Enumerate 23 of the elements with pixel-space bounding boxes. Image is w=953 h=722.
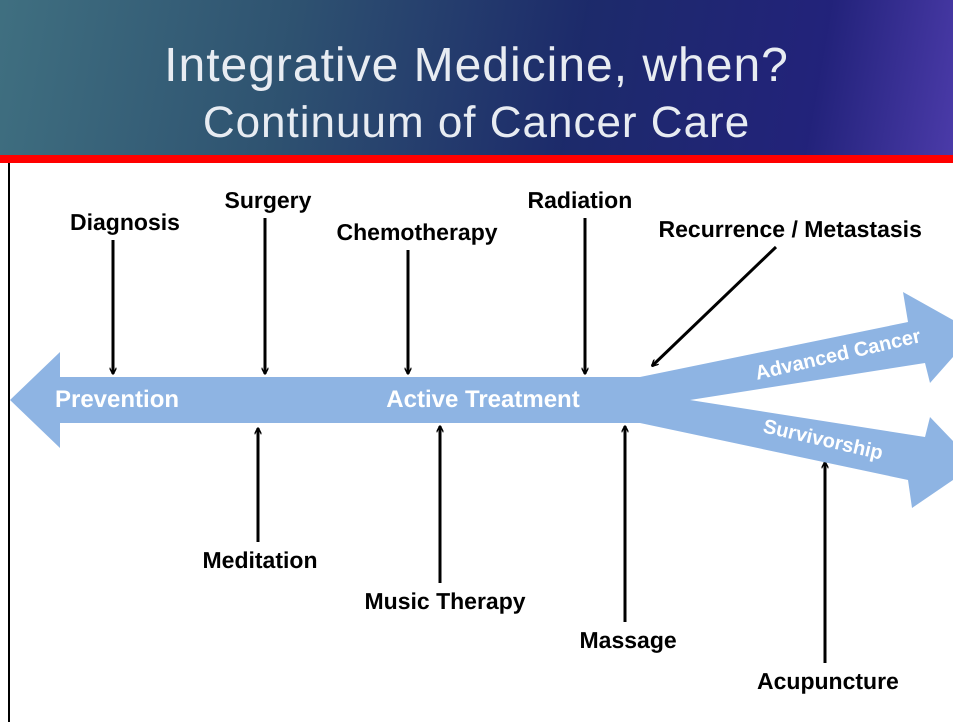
event-label: Recurrence / Metastasis: [658, 215, 922, 243]
event-label: Meditation: [202, 546, 318, 574]
arrow: [650, 246, 778, 368]
stage-label: Active Treatment: [386, 388, 580, 412]
slide-title: Integrative Medicine, when?: [163, 38, 790, 93]
event-label: Diagnosis: [70, 208, 180, 236]
timeline-arrow: [10, 290, 953, 510]
event-label: Massage: [580, 626, 677, 654]
arrow: [820, 460, 830, 663]
arrow: [260, 218, 270, 376]
arrow: [580, 218, 590, 376]
arrow: [404, 250, 412, 376]
event-label: Chemotherapy: [336, 218, 498, 246]
event-label: Radiation: [528, 186, 632, 214]
arrow: [254, 426, 262, 542]
event-label: Music Therapy: [364, 587, 526, 615]
event-label: Surgery: [224, 186, 312, 214]
event-label: Acupuncture: [757, 667, 899, 695]
slide-subtitle: Continuum of Cancer Care: [202, 98, 752, 148]
arrow: [436, 424, 444, 583]
stage-label: Prevention: [54, 388, 180, 412]
arrow: [620, 424, 630, 622]
arrow: [108, 240, 118, 376]
